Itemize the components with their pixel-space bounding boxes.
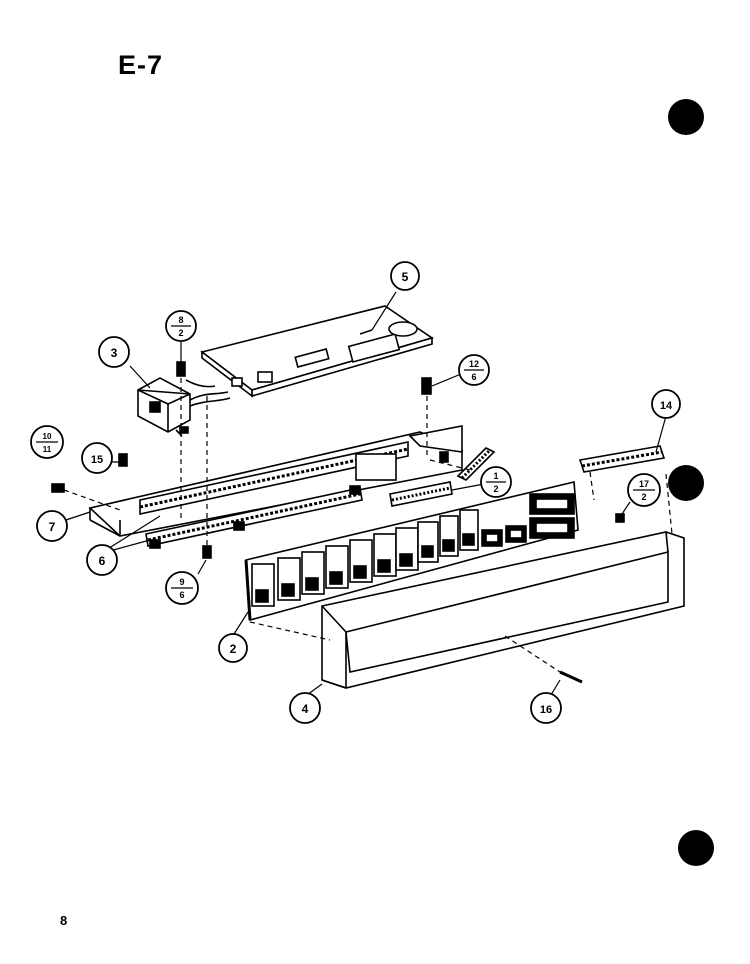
bracket-strip-part-6 [145,485,363,549]
screw-part-12 [421,377,432,395]
callout-label-17-top: 17 [639,479,649,489]
page-number: 8 [60,913,68,928]
callout-circle-3 [98,336,130,368]
callout-label-10-bottom: 11 [43,445,52,454]
callout-label-8-bottom: 2 [178,328,183,338]
screw-part-9 [202,545,212,559]
callout-circle-15 [81,442,113,474]
callout-label-2: 2 [230,642,237,656]
callout-label-14: 14 [660,400,673,412]
callout-label-6: 6 [99,554,106,568]
callout-label-17-bottom: 2 [641,492,646,502]
callout-label-12-bottom: 6 [471,372,476,382]
alignment-lines [63,378,673,673]
callout-label-9-top: 9 [179,577,184,587]
callout-label-1-top: 1 [493,471,498,481]
callout-label-12-top: 12 [469,359,479,369]
callout-label-7: 7 [49,520,56,534]
callout-label-16: 16 [540,704,552,716]
binder-hole-middle [668,465,704,501]
callout-label-9-bottom: 6 [179,590,184,600]
screw-part-16 [559,670,583,684]
callout-label-8-top: 8 [178,315,183,325]
page-title: E-7 [118,50,164,80]
callout-circle-7 [36,510,68,542]
callout-label-15: 15 [91,454,103,466]
callout-circle-5 [390,261,420,291]
keypad-part-2 [244,481,579,622]
trim-frame-part-4 [321,531,685,689]
callout-label-4: 4 [302,702,309,716]
binder-hole-bottom [678,830,714,866]
screw-part-10 [51,483,65,493]
callout-fraction-dividers [36,325,655,589]
nut-part-17 [615,513,625,523]
callout-circle-2 [218,633,248,663]
screw-part-8 [176,361,186,377]
callout-circle-14 [651,389,681,419]
binder-hole-top [668,99,704,135]
callout-label-1-bottom: 2 [493,484,498,494]
callout-circle-4 [289,692,321,724]
callout-circle-6 [86,544,118,576]
connector-part-1 [389,447,496,507]
callout-label-10-top: 10 [43,432,52,441]
screw-part-15 [118,453,128,467]
callout-label-3: 3 [111,346,118,360]
back-panel-part-7 [88,425,463,537]
control-board-part-5 [200,305,434,398]
callout-circle-16 [530,692,562,724]
transformer-part-3 [137,377,231,437]
trim-piece-part-14 [578,445,666,473]
callout-label-5: 5 [402,270,409,284]
